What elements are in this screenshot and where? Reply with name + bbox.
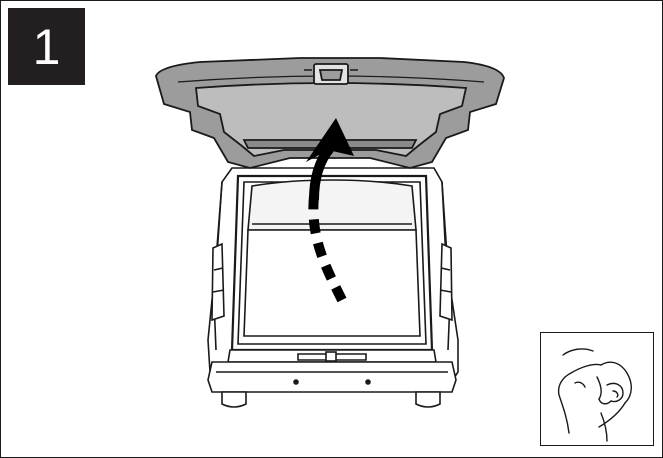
van-body: [208, 168, 458, 407]
step-number-badge: 1: [8, 8, 85, 85]
inset-panel: [540, 332, 654, 446]
hand-pressing-handle-icon: [541, 333, 653, 445]
